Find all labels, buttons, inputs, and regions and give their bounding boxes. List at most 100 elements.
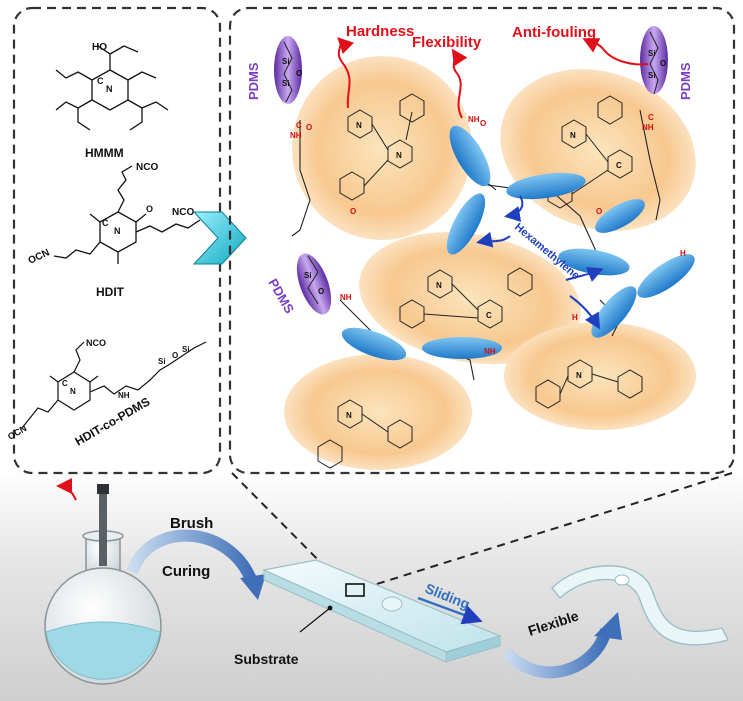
pdms-mol-n: N <box>70 387 76 396</box>
hexamethylene-segment <box>341 327 407 361</box>
pdms-mol-ocn: OCN <box>6 423 28 442</box>
hdit-ocn-left: OCN <box>27 247 52 266</box>
pdms-si-label: Si <box>282 79 290 88</box>
pdms-o-label: O <box>660 59 666 68</box>
hdit-nco-top: NCO <box>136 162 158 173</box>
pdms-mol-o: O <box>172 351 178 360</box>
hmmm-name: HMMM <box>85 146 124 160</box>
hmmm-ho-label: HO <box>92 42 107 53</box>
flexible-arrow <box>501 628 612 679</box>
hmmm-structure <box>55 45 169 131</box>
coating-arrowhead <box>240 574 266 600</box>
hexamethylene-segment <box>637 254 695 298</box>
chevron-right-icon <box>192 211 247 265</box>
left-panel-frame <box>12 6 222 475</box>
pdms-capsule <box>296 253 332 315</box>
hmmm-domains <box>284 56 696 470</box>
pdms-label-left: PDMS <box>246 62 261 100</box>
urethane-o: O <box>596 207 602 216</box>
hdit-structure <box>53 165 201 264</box>
hexamethylene-segment <box>591 286 637 338</box>
flexible-film <box>551 565 730 646</box>
hdit-nco-right: NCO <box>172 207 194 218</box>
atom-n: N <box>346 411 352 420</box>
hexamethylene-arrow <box>565 267 604 282</box>
substrate-pointer-dot <box>327 605 333 611</box>
substrate-pointer <box>299 607 331 633</box>
hexamethylene-segment <box>506 172 586 200</box>
urethane-nh: NH <box>468 115 480 124</box>
urethane-nh: NH <box>340 293 352 302</box>
atom-n: N <box>396 151 402 160</box>
zoom-box <box>345 583 365 597</box>
hexamethylene-segment <box>558 248 630 276</box>
hexamethylene-segments <box>341 125 695 361</box>
hdit-o-label: O <box>146 204 153 214</box>
pdms-mol-c: C <box>62 379 68 388</box>
urethane-h: H <box>680 249 686 258</box>
pdms-mol-nco: NCO <box>86 338 106 348</box>
pdms-capsule <box>640 26 668 94</box>
urethane-nh: NH <box>484 347 496 356</box>
urethane-nh: NH <box>642 123 654 132</box>
pdms-label-right: PDMS <box>678 62 693 100</box>
urethane-c: C <box>648 113 654 122</box>
atom-n: N <box>356 121 362 130</box>
property-hardness: Hardness <box>346 23 414 40</box>
pdms-mol-nh: NH <box>118 391 130 400</box>
pdms-si-label: Si <box>648 49 656 58</box>
flexible-arrowhead <box>594 612 622 640</box>
hmmm-c-label: C <box>97 76 104 86</box>
hdit-n-label: N <box>114 226 121 236</box>
zoom-line <box>363 472 733 589</box>
right-panel-frame <box>228 6 736 475</box>
round-bottom-flask <box>44 484 162 685</box>
urethane-o: O <box>350 207 356 216</box>
hdit-co-pdms-structure <box>21 341 207 429</box>
hdit-name: HDIT <box>96 285 125 299</box>
hmmm-n-label: N <box>106 84 113 94</box>
hexamethylene-arrow <box>569 295 601 330</box>
pdms-label-mid: PDMS <box>265 276 297 316</box>
pdms-si-label: Si <box>304 271 312 280</box>
pdms-si-label: Si <box>282 57 290 66</box>
hexamethylene-segment <box>595 199 645 233</box>
atom-n: N <box>576 371 582 380</box>
pdms-si-label: Si <box>648 71 656 80</box>
hdit-co-pdms-name: HDIT-co-PDMS <box>73 394 153 448</box>
atom-c: C <box>486 311 492 320</box>
hmmm-domain <box>292 56 472 240</box>
hexamethylene-segment <box>446 193 486 255</box>
pdms-mol-si1: Si <box>158 357 166 366</box>
hdit-c-label: C <box>102 218 109 228</box>
pdms-capsules <box>274 26 668 315</box>
hexamethylene-arrow <box>476 231 511 248</box>
network-atom-labels: N N N N N N C C <box>346 121 622 420</box>
water-droplet <box>381 596 403 612</box>
hardness-arrow <box>337 37 355 109</box>
urethane-groups: NH C O NH C NH O O H NH NH H O <box>290 113 686 356</box>
property-anti-fouling: Anti-fouling <box>512 24 596 41</box>
hexamethylene-segment <box>422 337 502 359</box>
pdms-o-label: O <box>296 69 302 78</box>
film-droplet <box>614 574 630 586</box>
hexamethylene-segment <box>449 125 491 187</box>
pdms-mol-si2: Si <box>182 345 190 354</box>
atom-n: N <box>570 131 576 140</box>
hmmm-domain <box>284 354 472 470</box>
coating-arrow <box>126 529 258 585</box>
curing-label: Curing <box>162 563 210 580</box>
atom-n: N <box>436 281 442 290</box>
brush-label: Brush <box>170 515 213 532</box>
urethane-nh: NH <box>290 131 302 140</box>
pdms-chains <box>283 31 659 305</box>
substrate-label: Substrate <box>234 651 299 667</box>
atom-c: C <box>616 161 622 170</box>
coated-substrate <box>262 559 502 663</box>
flexibility-arrow <box>451 48 468 119</box>
urethane-o: O <box>480 119 486 128</box>
triazine-network <box>317 93 643 469</box>
hexamethylene-arrow <box>504 195 524 222</box>
